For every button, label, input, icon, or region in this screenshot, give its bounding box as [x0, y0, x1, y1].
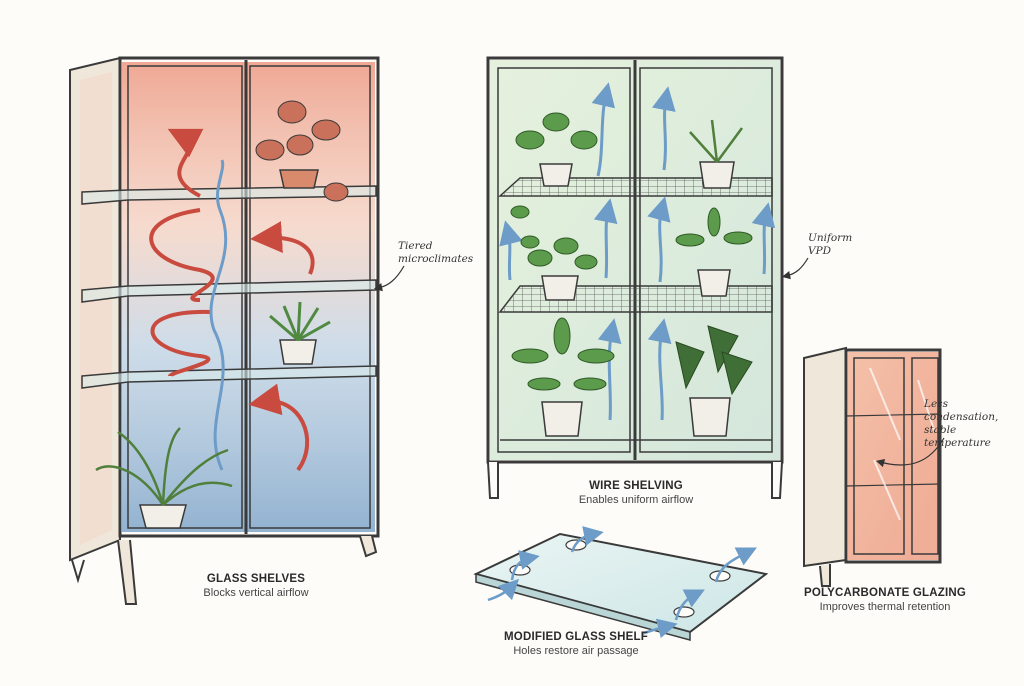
note-line: microclimates — [398, 253, 474, 265]
plant-pot — [539, 163, 573, 187]
uniform-airflow-arrows — [499, 82, 776, 421]
note-line: temperature — [924, 437, 991, 449]
note-line: stable — [924, 424, 957, 436]
leafy-plant — [511, 317, 615, 437]
warm-airflow-arrow — [150, 309, 211, 378]
caption-subtitle: Improves thermal retention — [819, 601, 951, 613]
warm-airflow-arrow — [167, 128, 204, 198]
thermal-leader-line — [875, 437, 945, 468]
wire-shelving-caption: WIRE SHELVING Enables uniform airflow — [556, 480, 716, 506]
cabinet-frame — [486, 56, 784, 464]
left-door — [127, 65, 243, 529]
caption-title: POLYCARBONATE GLAZING — [803, 587, 966, 599]
uniform-vpd-note: Uniform VPD — [808, 232, 852, 258]
polycarbonate-cabinet — [803, 346, 942, 587]
thermal-wash — [848, 352, 940, 560]
temperature-wash — [122, 62, 375, 532]
tiered-microclimates-note: Tiered microclimates — [398, 240, 473, 266]
left-door — [853, 357, 905, 555]
glass-shelf — [81, 185, 377, 389]
plant-pot — [689, 397, 731, 437]
cabinet-leg — [117, 539, 138, 605]
plant-pot — [139, 504, 187, 529]
pothos-plant — [510, 112, 598, 249]
plant-pot — [541, 401, 583, 437]
begonia-plant — [255, 100, 349, 202]
plant-pot — [541, 275, 579, 301]
note-line: Tiered — [398, 240, 433, 252]
left-door — [497, 67, 631, 453]
modified-glass-shelf-caption: MODIFIED GLASS SHELF Holes restore air p… — [486, 631, 666, 657]
uniform-leader-line — [781, 257, 809, 280]
cool-airflow-arrow — [209, 159, 228, 471]
note-line: Less condensation, — [924, 398, 999, 423]
plant-pot — [279, 169, 319, 189]
cabinet-frame — [844, 348, 942, 564]
polycarbonate-caption: POLYCARBONATE GLAZING Improves thermal r… — [790, 587, 980, 613]
warm-airflow-arrow — [250, 221, 315, 275]
right-door — [911, 357, 939, 555]
cabinet-leg — [819, 564, 831, 587]
warm-airflow-arrow — [149, 208, 215, 302]
caption-title: GLASS SHELVES — [206, 573, 306, 585]
caption-subtitle: Holes restore air passage — [513, 645, 639, 657]
fern-plant — [689, 119, 744, 189]
note-line: VPD — [808, 245, 832, 257]
cabinet-leg — [359, 535, 378, 558]
spiky-plant — [269, 301, 331, 365]
air-passage-arrows — [487, 526, 757, 639]
caption-title: MODIFIED GLASS SHELF — [504, 631, 648, 643]
note-line: Uniform — [808, 232, 853, 244]
wire-shelf — [498, 285, 773, 313]
warm-airflow-arrow — [248, 383, 310, 472]
plant-pot — [279, 339, 317, 365]
glass-shelves-cabinet — [69, 56, 380, 605]
pothos-plant — [527, 237, 598, 301]
right-door — [249, 65, 371, 529]
less-condensation-note: Less condensation, stable temperature — [924, 398, 1024, 450]
alocasia-plant — [675, 325, 753, 437]
cabinet-side-panel — [803, 346, 847, 568]
plant-pot — [697, 269, 731, 297]
fern-plant — [95, 427, 233, 529]
cabinet-leg — [487, 461, 499, 499]
modified-glass-shelf — [473, 526, 769, 641]
cabinet-leg — [771, 461, 783, 499]
caption-subtitle: Blocks vertical airflow — [203, 587, 309, 599]
leafy-plant — [675, 207, 753, 297]
caption-title: WIRE SHELVING — [589, 480, 683, 492]
tiered-leader-line — [373, 265, 405, 292]
wire-shelving-cabinet — [486, 56, 784, 499]
glass-shelves-caption: GLASS SHELVES Blocks vertical airflow — [176, 573, 336, 599]
plant-pot — [699, 161, 735, 189]
right-door — [639, 67, 773, 453]
caption-subtitle: Enables uniform airflow — [578, 494, 694, 506]
